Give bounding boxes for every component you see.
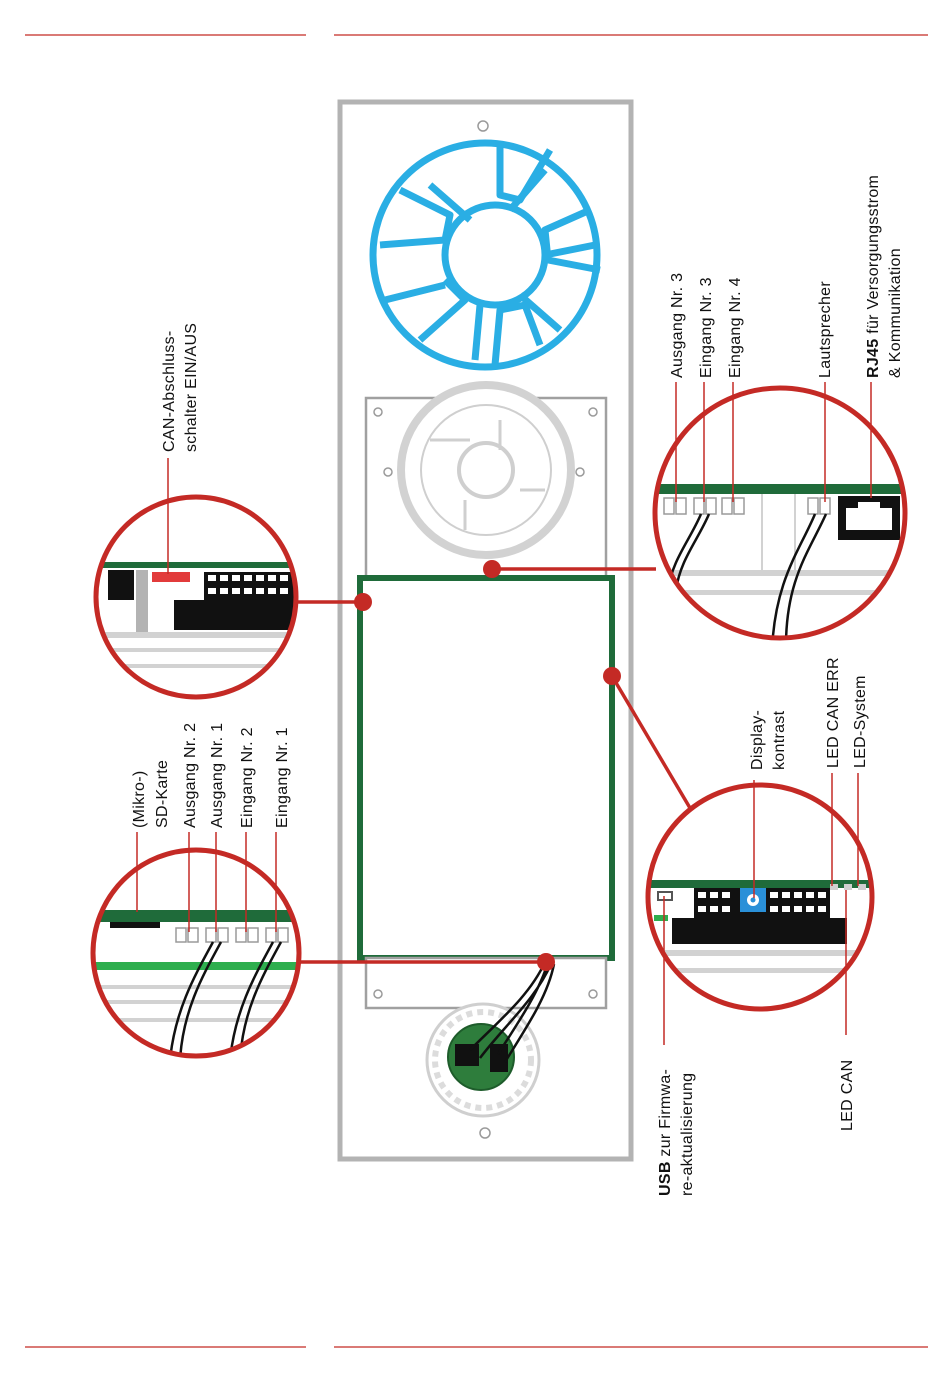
label-usb-rest: zur Firmwa- [657, 1069, 674, 1161]
label-led-can: LED CAN [839, 1060, 856, 1131]
label-input-1: Eingang Nr. 1 [274, 727, 291, 828]
display-board [360, 578, 612, 958]
label-rj45-line2: & Kommunikation [887, 248, 904, 378]
label-sd-card-1: (Mikro-) [131, 771, 148, 829]
label-sd-card-2: SD-Karte [154, 760, 171, 828]
label-output-2: Ausgang Nr. 2 [182, 723, 199, 828]
label-output-3: Ausgang Nr. 3 [669, 273, 686, 378]
label-can-switch-2: schalter EIN/AUS [183, 323, 200, 452]
zoom-io-1-2 [90, 850, 305, 1060]
label-speaker: Lautsprecher [817, 281, 834, 378]
label-output-1: Ausgang Nr. 1 [209, 723, 226, 828]
zoom-contrast-leds [645, 785, 880, 1009]
label-led-can-err: LED CAN ERR [825, 657, 842, 768]
label-input-4: Eingang Nr. 4 [727, 277, 744, 378]
label-can-switch-1: CAN-Abschluss- [161, 330, 178, 452]
label-display-contrast-1: Display- [749, 710, 766, 770]
label-input-3: Eingang Nr. 3 [698, 277, 715, 378]
label-usb-bold: USB [657, 1161, 674, 1196]
label-rj45-bold: RJ45 [865, 339, 882, 378]
label-display-contrast-2: kontrast [771, 710, 788, 770]
speaker-module [366, 385, 606, 578]
label-rj45: RJ45 für Versorgungsstrom [865, 175, 882, 378]
label-input-2: Eingang Nr. 2 [239, 727, 256, 828]
label-led-system: LED-System [852, 675, 869, 768]
label-usb: USB zur Firmwa- [657, 1069, 674, 1196]
label-usb-line2: re-aktualisierung [679, 1073, 696, 1196]
label-rj45-rest: für Versorgungsstrom [865, 175, 882, 339]
zoom-can-switch [90, 497, 300, 697]
